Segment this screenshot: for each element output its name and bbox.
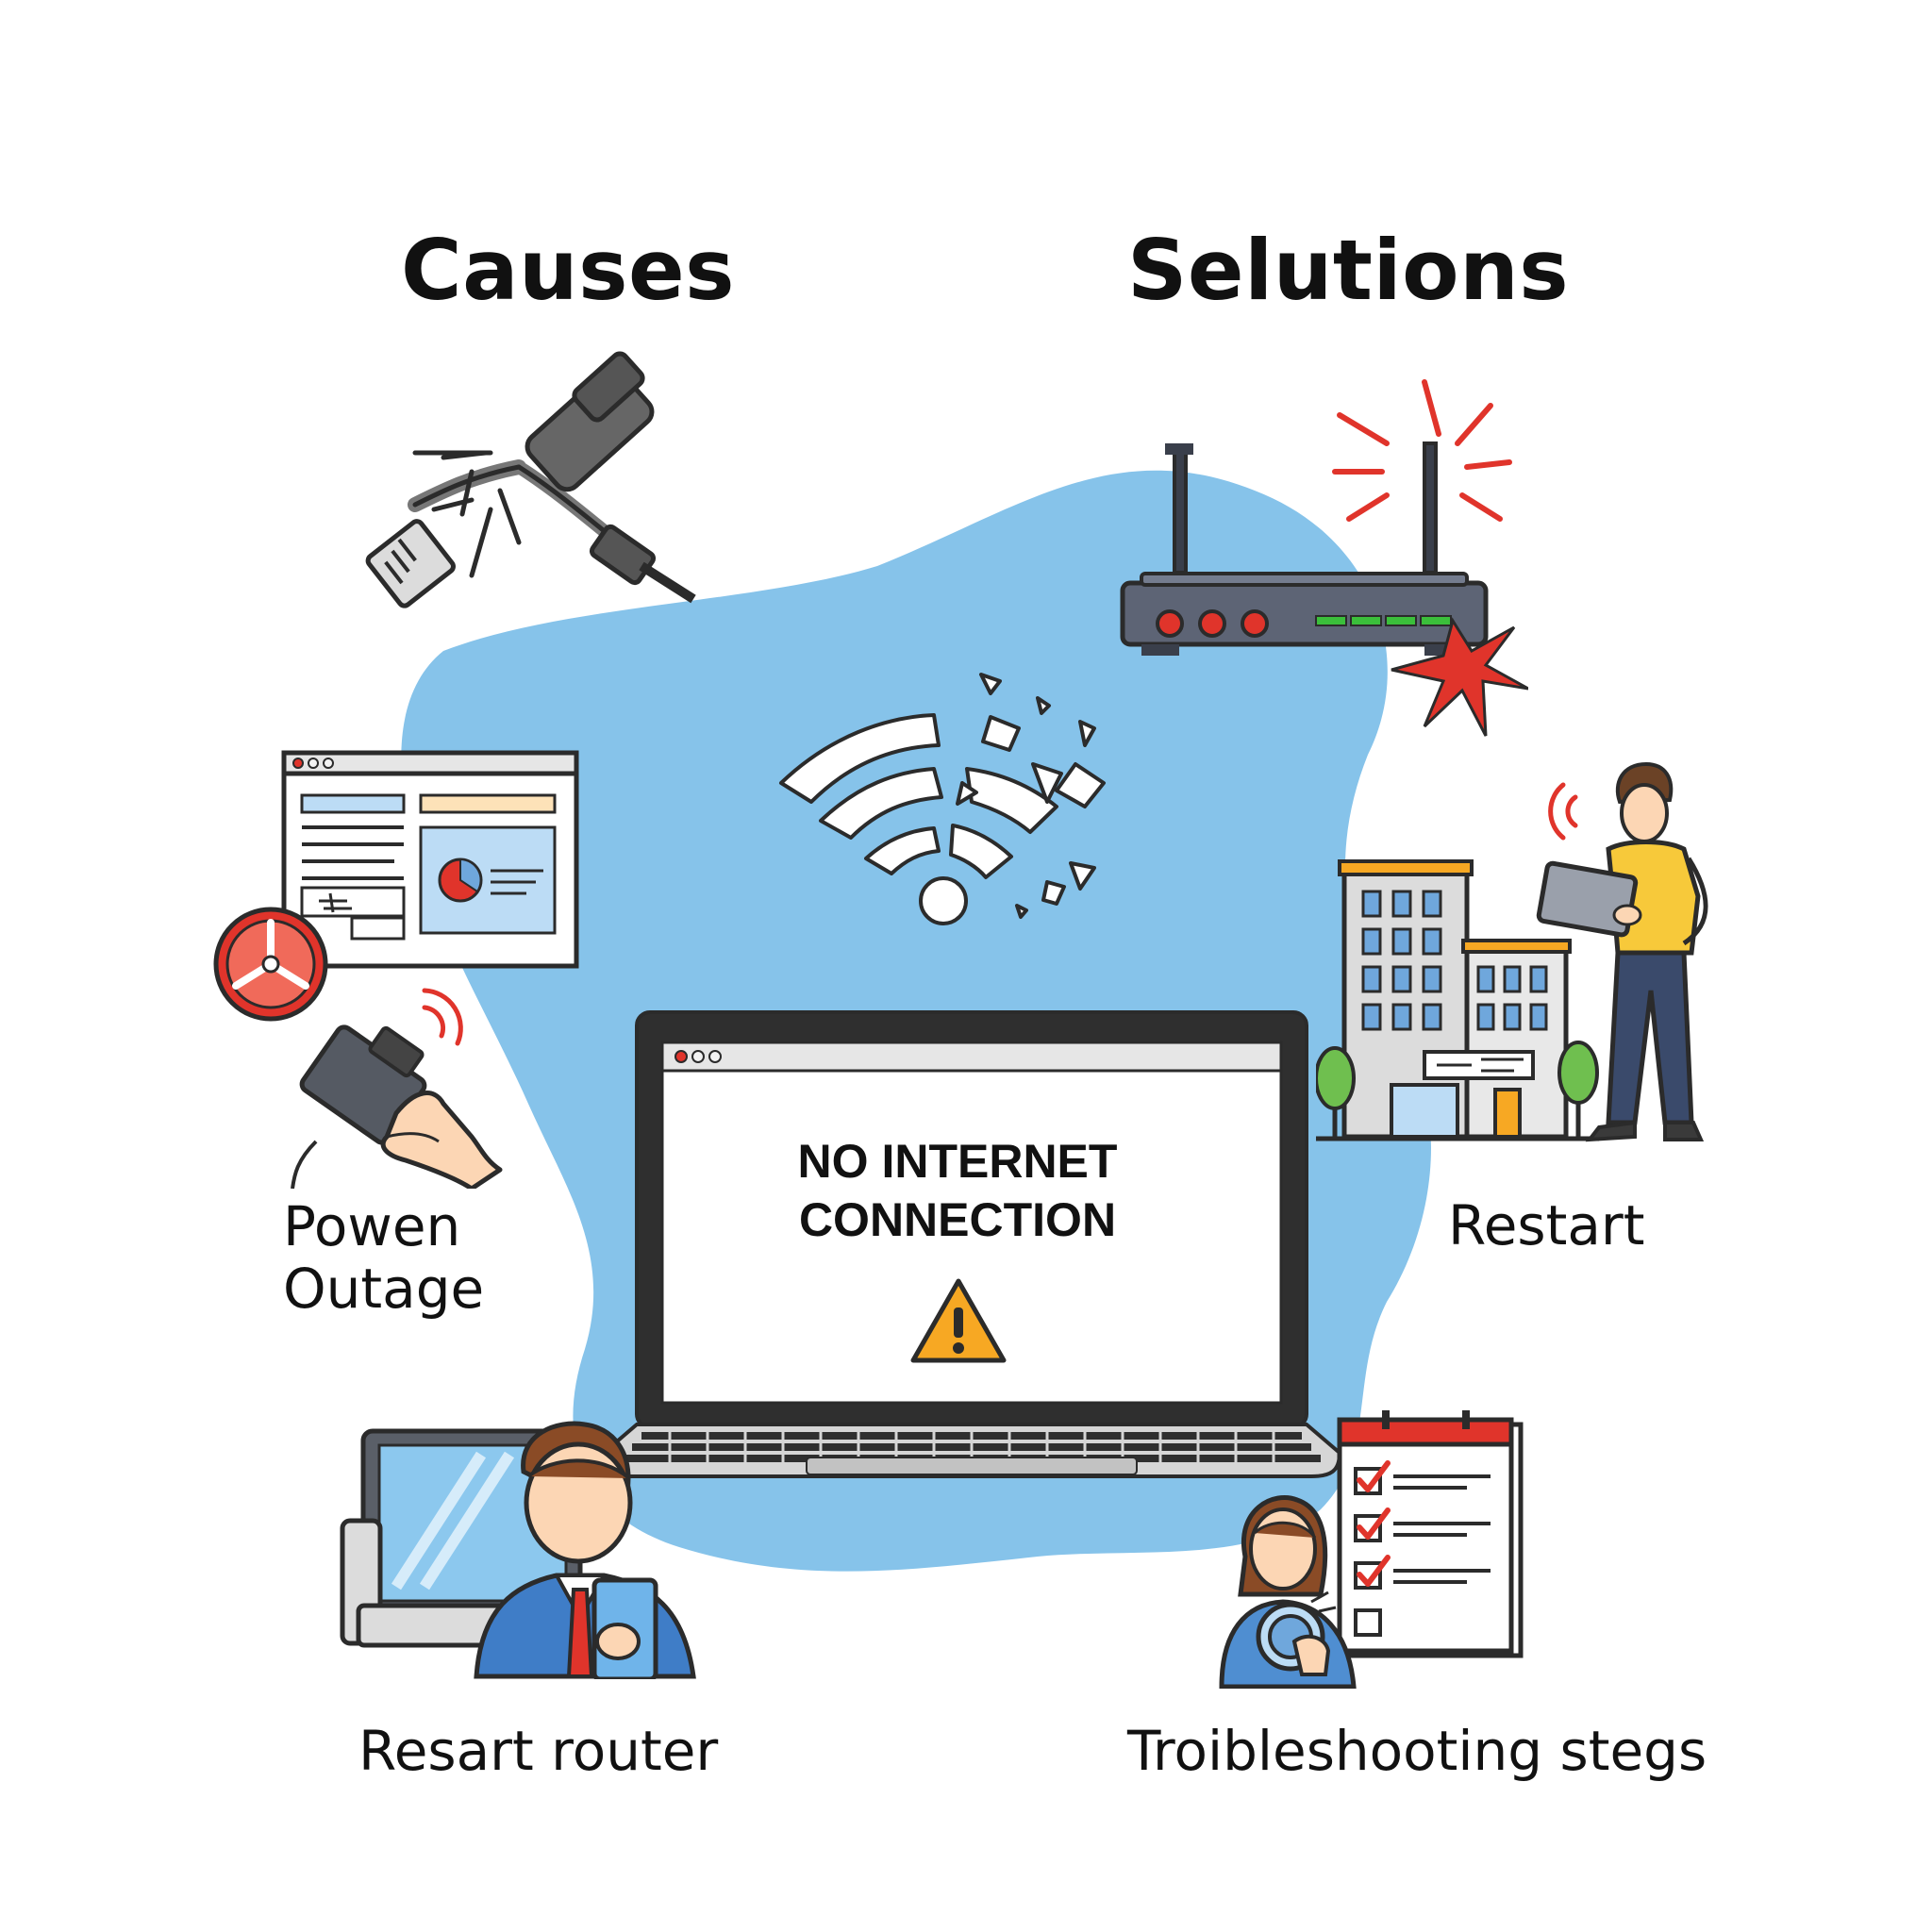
router-icon bbox=[1120, 379, 1528, 737]
causes-heading: Causes bbox=[401, 222, 736, 319]
troubleshooting-label: Troibleshooting stegs bbox=[1127, 1719, 1707, 1783]
browser-dashboard-icon bbox=[281, 750, 579, 969]
checklist-icon bbox=[1337, 1410, 1524, 1658]
warning-icon bbox=[910, 1278, 1007, 1363]
restart-label: Restart bbox=[1448, 1193, 1645, 1257]
broken-cable-icon bbox=[365, 351, 696, 608]
woman-button-icon bbox=[1219, 1495, 1357, 1689]
restart-router-label: Resart router bbox=[358, 1719, 719, 1783]
power-outage-label-line2: Outage bbox=[283, 1257, 485, 1321]
broken-wifi-icon bbox=[779, 673, 1106, 925]
office-building-icon bbox=[1316, 859, 1599, 1141]
person-laptop-icon bbox=[1536, 761, 1708, 1142]
solutions-heading: Selutions bbox=[1127, 222, 1570, 319]
businessman-phone-icon bbox=[474, 1421, 696, 1679]
no-internet-line1: NO INTERNET bbox=[797, 1135, 1118, 1188]
power-adapter-hand-icon bbox=[291, 988, 503, 1189]
laptop-icon bbox=[604, 1010, 1340, 1478]
gauge-icon bbox=[213, 907, 328, 1022]
power-outage-label-line1: Powen bbox=[283, 1194, 461, 1258]
no-internet-line2: CONNECTION bbox=[798, 1193, 1117, 1246]
